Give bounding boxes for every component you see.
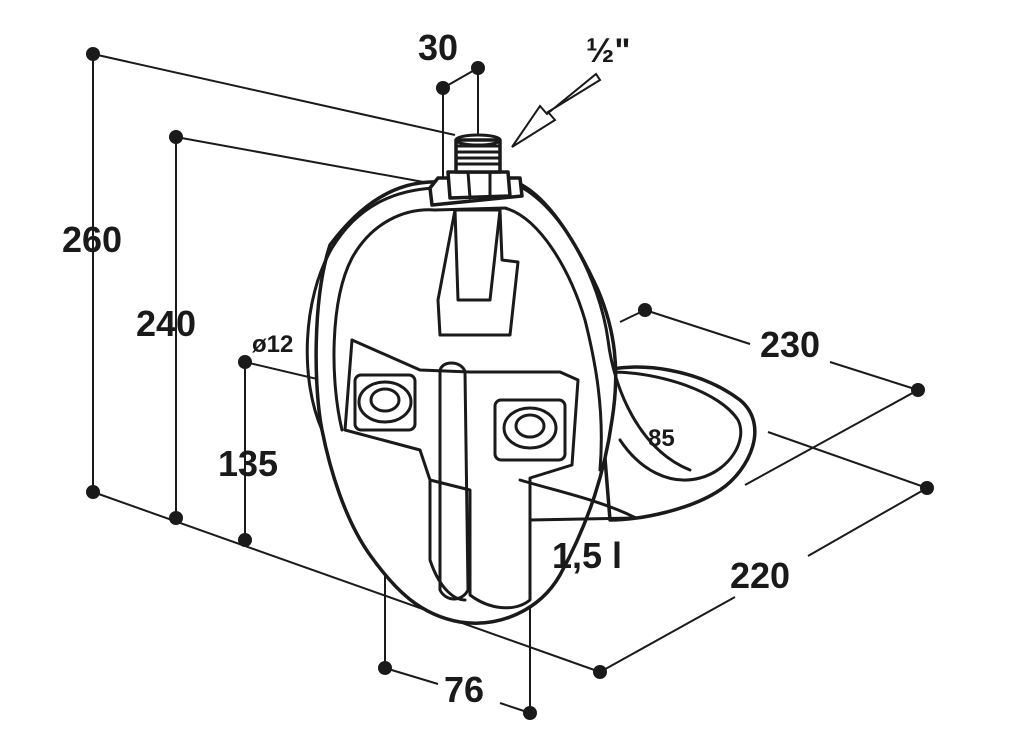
label-bowl-inner: 85 [648, 425, 675, 452]
label-hole-spacing: 76 [444, 669, 484, 710]
label-overall-height: 260 [62, 219, 122, 260]
drinking-bowl [305, 133, 757, 625]
label-thread-size: ½" [586, 32, 630, 70]
hole-right [502, 406, 558, 450]
label-thread-width: 30 [418, 27, 458, 68]
label-hole-diameter: ø12 [252, 331, 293, 358]
label-capacity: 1,5 l [552, 535, 622, 576]
label-bowl-length: 230 [760, 324, 820, 365]
label-hole-height: 135 [218, 443, 278, 484]
label-bowl-width: 220 [730, 555, 790, 596]
dimension-labels: 260 240 135 ø12 30 ½" 230 220 85 76 1,5 … [62, 27, 820, 710]
hole-left [357, 380, 413, 424]
label-body-height: 240 [136, 303, 196, 344]
